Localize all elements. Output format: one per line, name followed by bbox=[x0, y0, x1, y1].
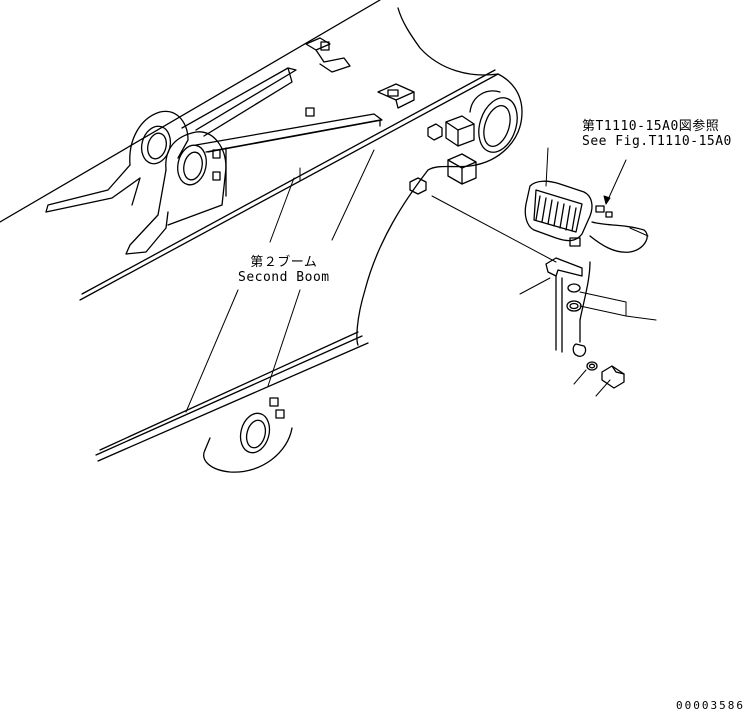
lamp-mount-blocks bbox=[409, 115, 477, 195]
stiffener-plates bbox=[181, 67, 383, 197]
top-mounts bbox=[305, 37, 415, 117]
boom-label-jp: 第２ブーム bbox=[250, 255, 318, 270]
leader-lines bbox=[185, 147, 657, 413]
drawing-code: 00003586 bbox=[676, 699, 745, 712]
work-lamp bbox=[524, 180, 648, 253]
lower-mounts bbox=[269, 397, 285, 419]
upper-pin-boss bbox=[469, 90, 518, 153]
boom-label: 第２ブーム Second Boom bbox=[238, 255, 330, 285]
lower-pin-boss bbox=[239, 412, 271, 454]
lamp-bracket bbox=[545, 257, 625, 389]
boom-label-en: Second Boom bbox=[238, 270, 330, 285]
reference-label: 第T1110-15A0図参照 See Fig.T1110-15A0 bbox=[582, 119, 732, 149]
reference-label-jp: 第T1110-15A0図参照 bbox=[582, 119, 720, 134]
boom-body bbox=[0, 0, 523, 473]
cylinder-bracket-right bbox=[125, 131, 227, 255]
reference-label-en: See Fig.T1110-15A0 bbox=[582, 134, 732, 149]
cylinder-bracket-left bbox=[45, 110, 189, 213]
